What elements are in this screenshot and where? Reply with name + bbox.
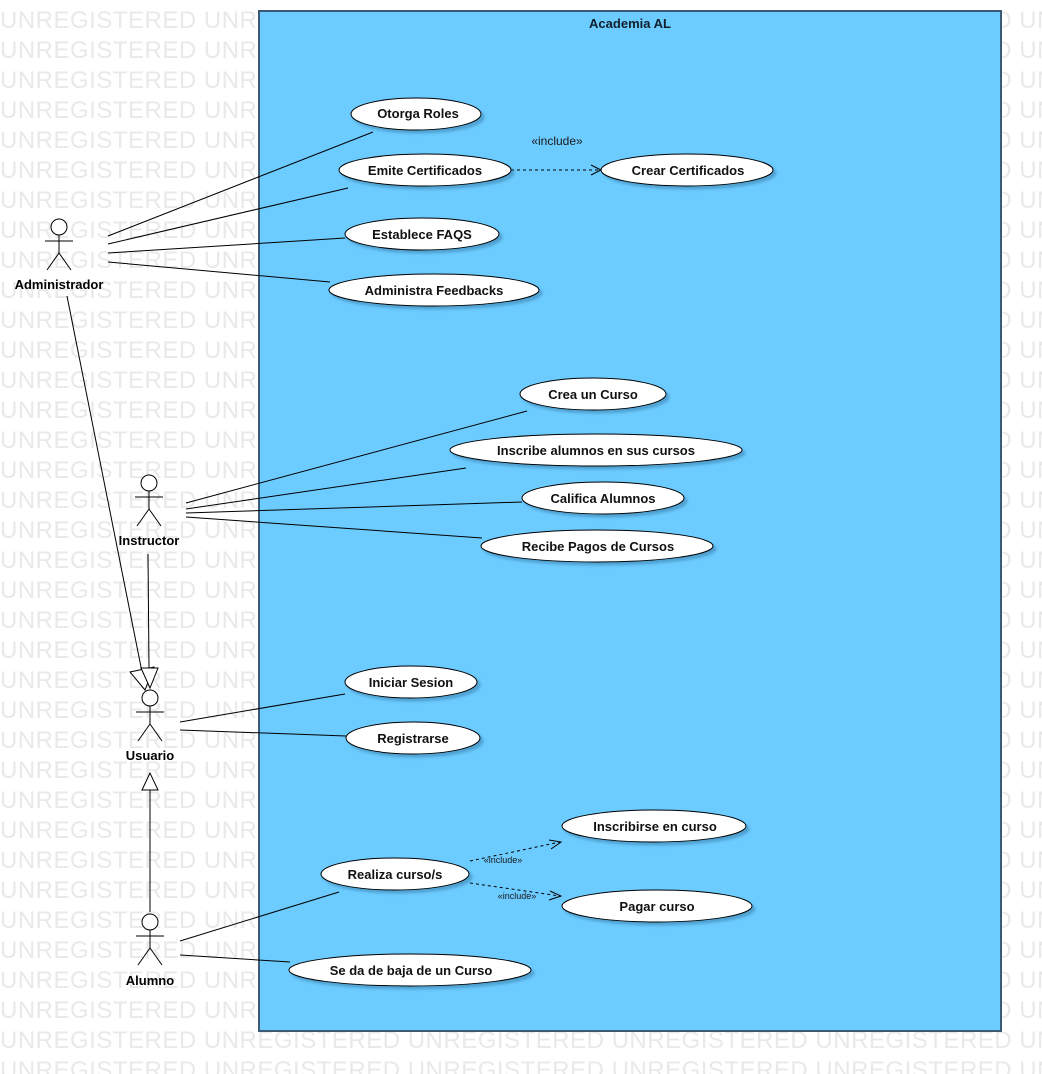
use-case-establece-faqs[interactable]: Establece FAQS <box>344 217 500 251</box>
use-case-pagar-curso[interactable]: Pagar curso <box>561 889 753 923</box>
use-case-baja-curso-label: Se da de baja de un Curso <box>330 963 493 978</box>
assoc-admin-administra-feedbacks <box>107 261 331 283</box>
include-pagar-arrowhead <box>548 890 563 901</box>
use-case-pagar-curso-label: Pagar curso <box>619 899 694 914</box>
actor-usuario-label: Usuario <box>126 748 174 763</box>
assoc-admin-establece-faqs <box>107 237 346 254</box>
actor-alumno-head-icon <box>141 913 159 931</box>
assoc-admin-otorga-roles <box>107 131 374 237</box>
assoc-usuario-iniciar-sesion <box>179 693 346 723</box>
generalization-instructor-usuario-arrowhead <box>140 667 159 690</box>
use-case-inscribe-alumnos-label: Inscribe alumnos en sus cursos <box>497 443 695 458</box>
actor-alumno[interactable] <box>136 913 164 966</box>
actor-administrador[interactable] <box>45 218 73 271</box>
use-case-otorga-roles-label: Otorga Roles <box>377 106 459 121</box>
use-case-administra-feedbacks-label: Administra Feedbacks <box>365 283 504 298</box>
use-case-crear-certificados-label: Crear Certificados <box>632 163 745 178</box>
use-case-realiza-cursos[interactable]: Realiza curso/s <box>320 857 470 891</box>
assoc-usuario-registrarse <box>179 729 347 737</box>
actor-usuario-head-icon <box>141 689 159 707</box>
include-pagar-label: «include» <box>498 891 537 901</box>
use-case-realiza-cursos-label: Realiza curso/s <box>348 867 443 882</box>
use-case-califica-alumnos[interactable]: Califica Alumnos <box>521 481 685 515</box>
use-case-inscribirse-curso[interactable]: Inscribirse en curso <box>561 809 747 843</box>
use-case-califica-alumnos-label: Califica Alumnos <box>551 491 656 506</box>
use-case-administra-feedbacks[interactable]: Administra Feedbacks <box>328 273 540 307</box>
use-case-recibe-pagos-label: Recibe Pagos de Cursos <box>522 539 674 554</box>
system-title: Academia AL <box>589 16 671 31</box>
use-case-otorga-roles[interactable]: Otorga Roles <box>350 97 482 131</box>
include-inscribirse-label: «include» <box>484 855 523 865</box>
use-case-iniciar-sesion-label: Iniciar Sesion <box>369 675 454 690</box>
use-case-crea-curso[interactable]: Crea un Curso <box>519 377 667 411</box>
assoc-instructor-califica-alumnos <box>185 501 523 514</box>
use-case-crea-curso-label: Crea un Curso <box>548 387 638 402</box>
actor-instructor-label: Instructor <box>119 533 180 548</box>
assoc-instructor-crea-curso <box>185 410 528 504</box>
actor-usuario[interactable] <box>136 689 164 742</box>
use-case-recibe-pagos[interactable]: Recibe Pagos de Cursos <box>480 529 714 563</box>
actor-instructor[interactable] <box>135 474 163 527</box>
assoc-instructor-inscribe-alumnos <box>185 467 467 510</box>
assoc-alumno-realiza-cursos <box>179 891 340 942</box>
include-certificados-label: «include» <box>531 134 583 148</box>
actor-administrador-label: Administrador <box>15 277 104 292</box>
use-case-registrarse-label: Registrarse <box>377 731 449 746</box>
use-case-inscribe-alumnos[interactable]: Inscribe alumnos en sus cursos <box>449 433 743 467</box>
use-case-inscribirse-curso-label: Inscribirse en curso <box>593 819 717 834</box>
use-case-iniciar-sesion[interactable]: Iniciar Sesion <box>344 665 478 699</box>
use-case-emite-certificados[interactable]: Emite Certificados <box>338 153 512 187</box>
assoc-instructor-recibe-pagos <box>185 516 483 539</box>
assoc-admin-emite-certificados <box>107 187 349 245</box>
use-case-baja-curso[interactable]: Se da de baja de un Curso <box>288 953 532 987</box>
use-case-registrarse[interactable]: Registrarse <box>345 721 481 755</box>
actor-instructor-head-icon <box>140 474 158 492</box>
include-inscribirse-arrowhead <box>548 839 563 850</box>
actor-alumno-label: Alumno <box>126 973 174 988</box>
assoc-alumno-baja-curso <box>179 954 291 963</box>
generalization-admin-usuario-line <box>66 295 143 673</box>
actor-administrador-head-icon <box>50 218 68 236</box>
use-case-establece-faqs-label: Establece FAQS <box>372 227 472 242</box>
generalization-alumno-usuario-arrowhead <box>141 771 159 791</box>
use-case-crear-certificados[interactable]: Crear Certificados <box>600 153 774 187</box>
use-case-emite-certificados-label: Emite Certificados <box>368 163 482 178</box>
generalization-instructor-usuario-line <box>147 553 150 669</box>
